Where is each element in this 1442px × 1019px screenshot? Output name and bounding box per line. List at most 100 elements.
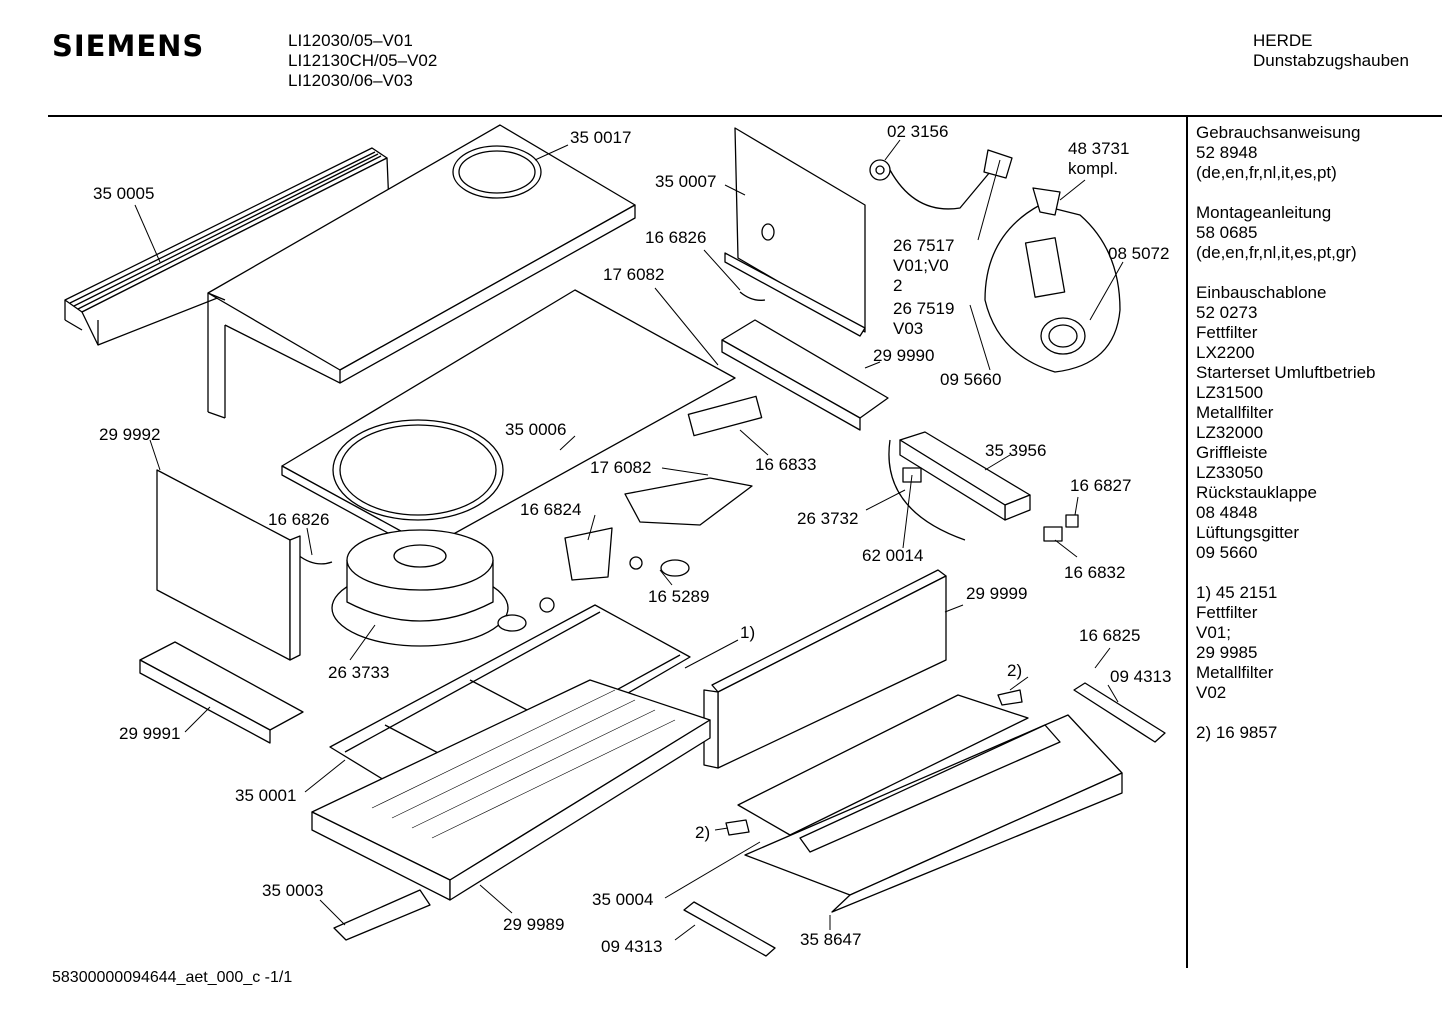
accessory-line: 09 5660 [1196, 543, 1258, 562]
gasket-strip [739, 291, 766, 301]
part-label: 29 9999 [966, 584, 1028, 603]
header-divider [48, 115, 1442, 117]
model-number: LI12130CH/05–V02 [288, 51, 438, 70]
part-label: 35 0017 [570, 128, 632, 147]
part-label: 35 3956 [985, 441, 1047, 460]
pad-part [997, 689, 1023, 706]
part-label: 16 6832 [1064, 563, 1126, 582]
accessory-line: Starterset Umluftbetrieb [1196, 363, 1376, 382]
filter-frame-part-299989 [311, 679, 711, 901]
accessory-line: LZ31500 [1196, 383, 1264, 402]
exploded-view-drawing [64, 124, 1166, 957]
accessory-line: Fettfilter [1196, 323, 1258, 342]
clip-part-166832 [1043, 526, 1063, 542]
terminal-part-166833 [687, 395, 763, 437]
part-label: V01;V0 [893, 256, 949, 275]
accessory-line: Griffleiste [1196, 443, 1268, 462]
accessory-line: Metallfilter [1196, 663, 1274, 682]
part-label: 16 6824 [520, 500, 582, 519]
part-label: 62 0014 [862, 546, 924, 565]
part-label: 26 3732 [797, 509, 859, 528]
accessory-line: Einbauschablone [1196, 283, 1327, 302]
accessory-line [1196, 703, 1376, 723]
clip-part-166827 [1065, 514, 1079, 528]
part-label: 16 6833 [755, 455, 817, 474]
part-label: 29 9991 [119, 724, 181, 743]
part-label: 48 3731 [1068, 139, 1130, 158]
part-label: 16 6827 [1070, 476, 1132, 495]
leader-lines [134, 139, 1124, 941]
part-label: 16 6826 [268, 510, 330, 529]
accessory-line: Metallfilter [1196, 403, 1274, 422]
accessory-line: Gebrauchsanweisung [1196, 123, 1361, 142]
accessory-line: Rückstauklappe [1196, 483, 1317, 502]
accessory-list: Gebrauchsanweisung 52 8948 (de,en,fr,nl,… [1196, 123, 1376, 743]
accessory-line: 58 0685 [1196, 223, 1258, 242]
front-panel-part-299999 [703, 569, 947, 769]
part-label: 09 4313 [1110, 667, 1172, 686]
top-plate-part-350017 [207, 124, 636, 419]
filter-bag-part-483731 [984, 187, 1121, 373]
part-label: kompl. [1068, 159, 1119, 178]
part-label: 26 7517 [893, 236, 955, 255]
lamps-part-165289 [497, 556, 690, 632]
brand-logo: SIEMENS [52, 29, 205, 63]
model-number: LI12030/06–V03 [288, 71, 413, 90]
part-label: 17 6082 [590, 458, 652, 477]
part-label: 2) [695, 823, 711, 842]
part-label: 09 5660 [940, 370, 1002, 389]
accessory-line: Lüftungsgitter [1196, 523, 1300, 542]
part-label: 16 5289 [648, 587, 710, 606]
rail-part-094313 [1073, 682, 1166, 743]
part-label: 29 9990 [873, 346, 935, 365]
part-label: 16 6825 [1079, 626, 1141, 645]
part-label: 35 0004 [592, 890, 654, 909]
accessory-line: Fettfilter [1196, 603, 1258, 622]
accessory-line: 29 9985 [1196, 643, 1258, 662]
part-label: 29 9989 [503, 915, 565, 934]
part-label: 09 4313 [601, 937, 663, 956]
part-label: 26 7519 [893, 299, 955, 318]
bracket-part-299991 [139, 641, 304, 744]
model-list: LI12030/05–V01 LI12130CH/05–V02 LI12030/… [288, 31, 437, 91]
strip-part-350003 [333, 889, 431, 941]
part-label: 02 3156 [887, 122, 949, 141]
back-panel-part-350007 [724, 127, 866, 337]
side-panel-part-299992 [156, 469, 301, 661]
part-label: 26 3733 [328, 663, 390, 682]
part-label: 1) [740, 623, 756, 642]
fan-motor-part-263733 [331, 529, 509, 647]
part-label: 17 6082 [603, 265, 665, 284]
accessory-line: 52 8948 [1196, 143, 1258, 162]
holder-part-166824 [564, 527, 613, 581]
category: HERDE Dunstabzugshauben [1253, 31, 1409, 71]
sidebar-divider [1186, 117, 1188, 968]
cable-clamp-part-023156 [869, 149, 1013, 210]
accessory-line: Montageanleitung [1196, 203, 1332, 222]
part-label: 2 [893, 276, 903, 295]
accessory-line: V01; [1196, 623, 1231, 642]
part-label: 35 0001 [235, 786, 297, 805]
accessory-line: LX2200 [1196, 343, 1255, 362]
accessory-line: V02 [1196, 683, 1227, 702]
accessory-line: LZ33050 [1196, 463, 1264, 482]
part-label: 08 5072 [1108, 244, 1170, 263]
category-line: Dunstabzugshauben [1253, 51, 1409, 70]
part-label: 29 9992 [99, 425, 161, 444]
glass-panel-part-350004 [737, 694, 1029, 836]
part-label: 2) [1007, 661, 1023, 680]
accessory-line: (de,en,fr,nl,it,es,pt) [1196, 163, 1337, 182]
part-label: 35 0003 [262, 881, 324, 900]
model-number: LI12030/05–V01 [288, 31, 413, 50]
part-label: 35 8647 [800, 930, 862, 949]
accessory-line: 2) 16 9857 [1196, 723, 1278, 742]
category-line: HERDE [1253, 31, 1313, 50]
pad-part [725, 819, 750, 836]
part-label: 35 0006 [505, 420, 567, 439]
document-id: 58300000094644_aet_000_c -1/1 [52, 969, 293, 986]
rail-part-094313 [683, 901, 776, 957]
accessory-line: LZ32000 [1196, 423, 1264, 442]
accessory-line [1196, 183, 1376, 203]
accessory-line: 08 4848 [1196, 503, 1258, 522]
accessory-line [1196, 263, 1376, 283]
